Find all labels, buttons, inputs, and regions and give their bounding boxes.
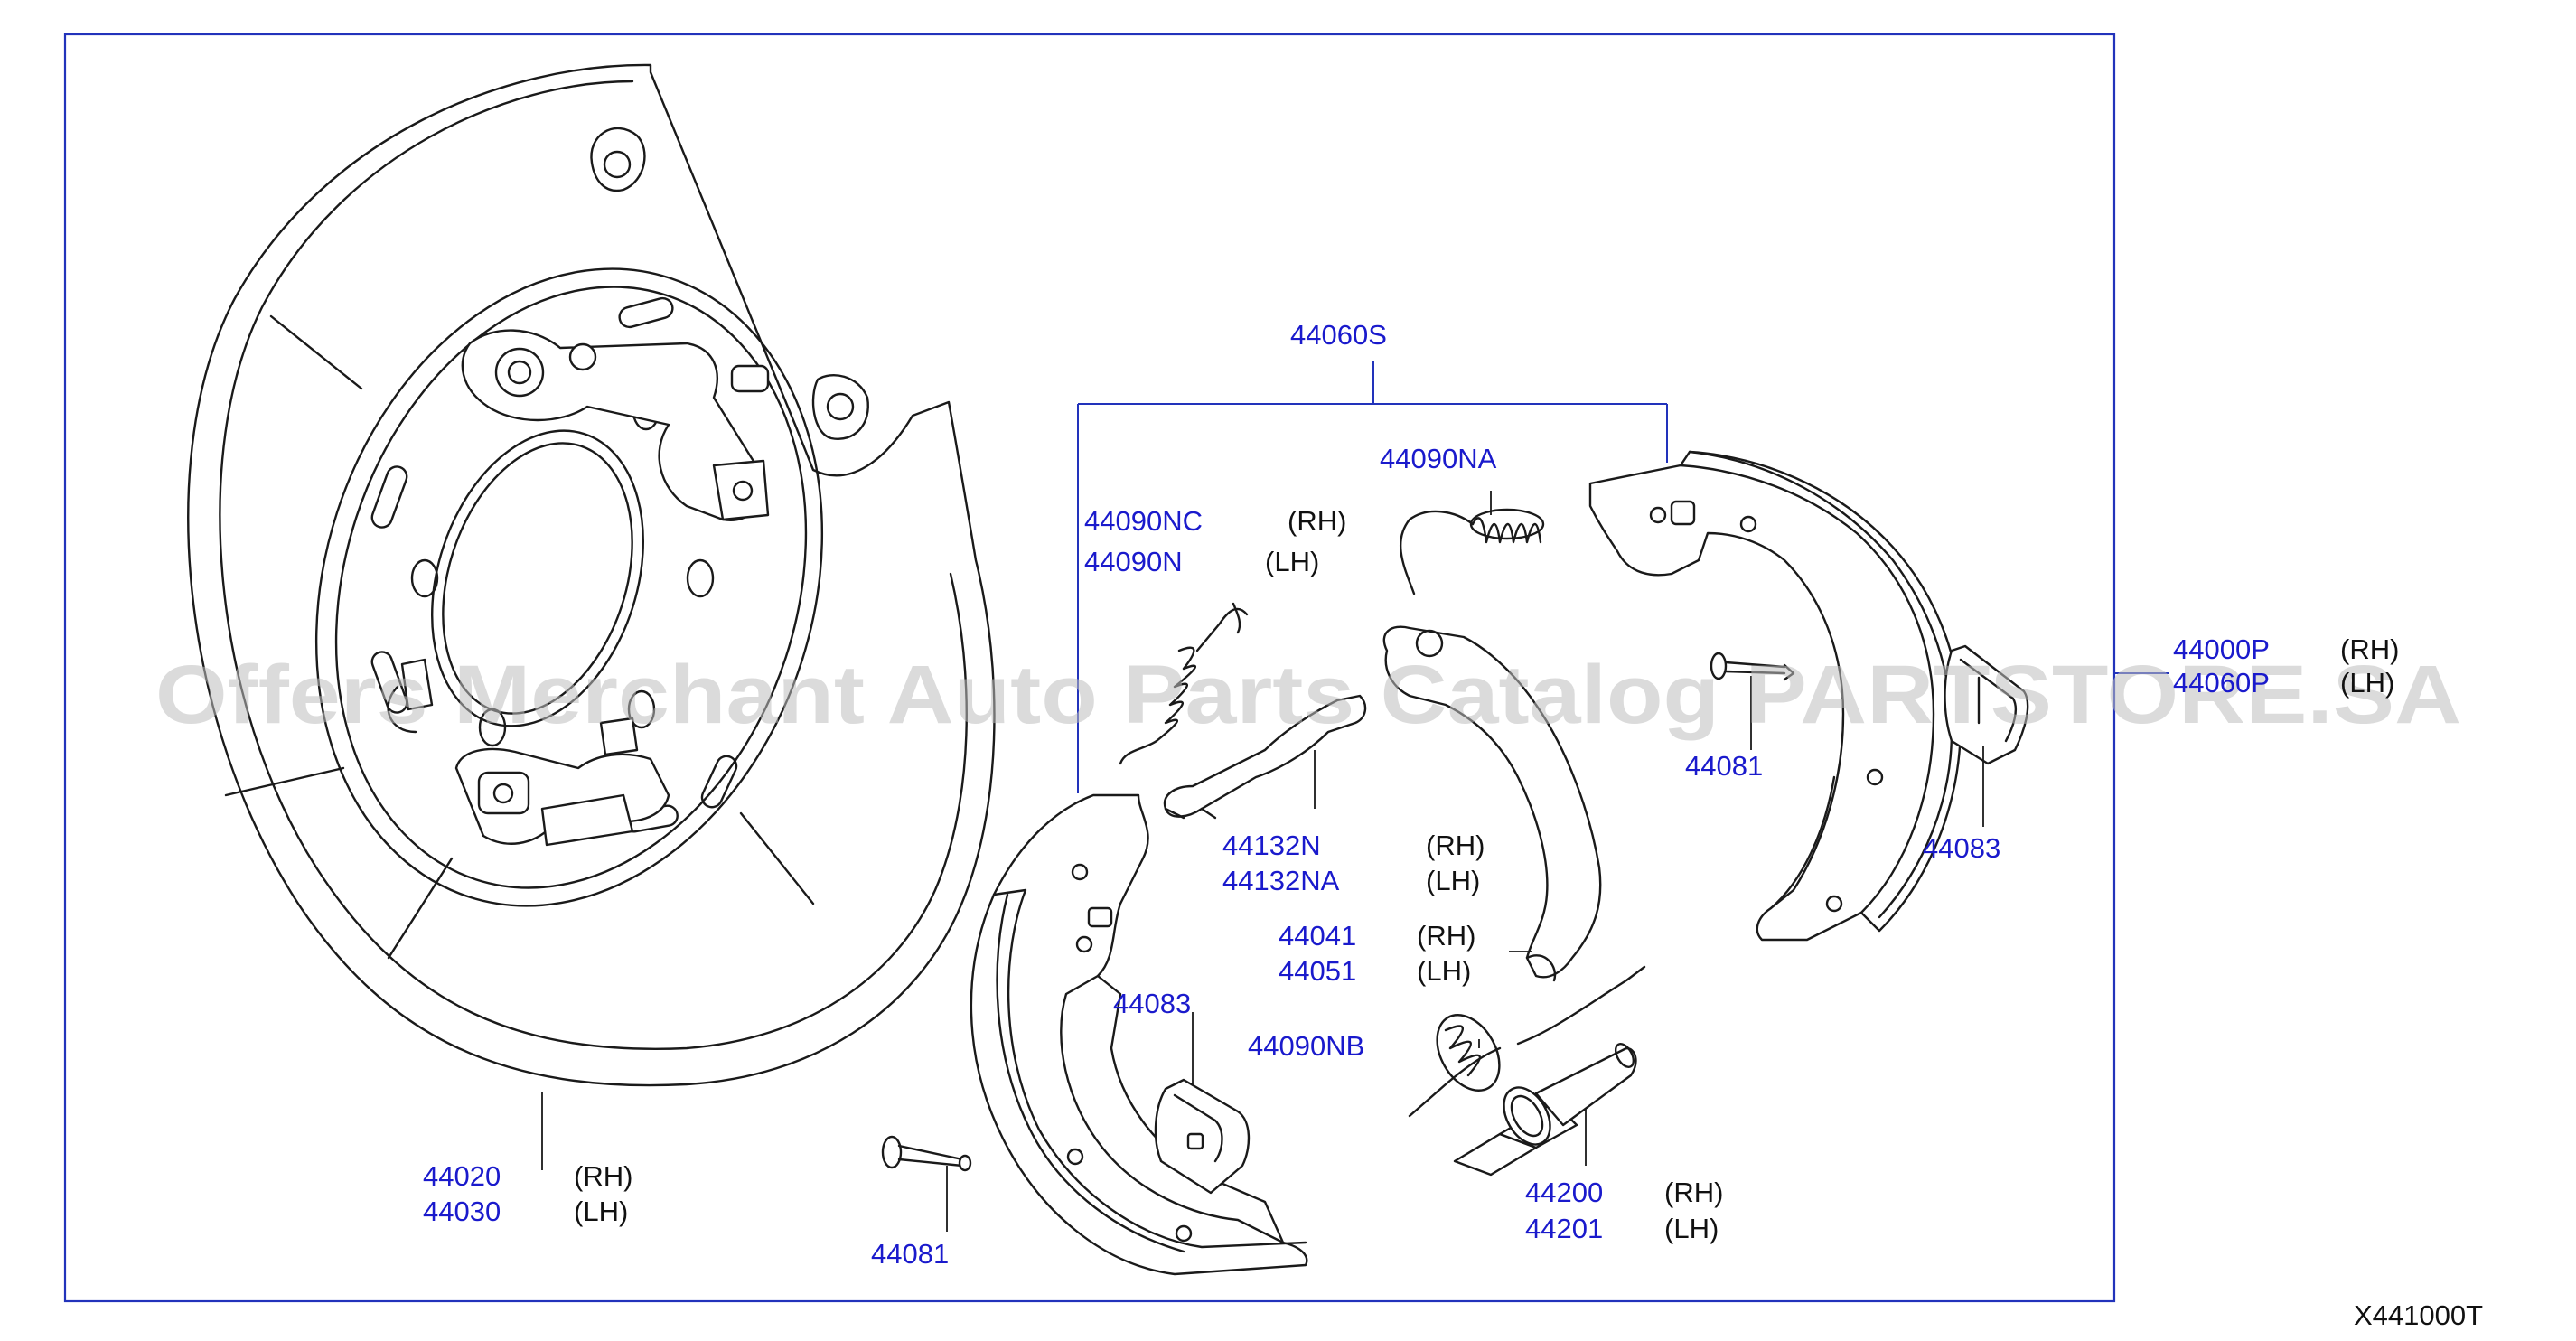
callout-shoe-assy: 44000P (RH) 44060P (LH) <box>2173 633 2399 699</box>
shoe-right-drawing <box>1588 450 1962 942</box>
side-label: (LH) <box>1417 955 1471 987</box>
hold-pin-right-drawing <box>1710 652 1795 681</box>
part-number: 44081 <box>1685 750 1763 782</box>
side-label: (RH) <box>1664 1177 1723 1208</box>
return-spring-drawing <box>1119 602 1249 765</box>
side-label: (RH) <box>1426 830 1485 861</box>
part-number: 44041 <box>1279 920 1356 952</box>
part-number: 44200 <box>1525 1177 1603 1208</box>
lever-drawing <box>1382 625 1602 982</box>
strut-drawing <box>1163 694 1367 820</box>
callout-shoe-kit: 44060S <box>1290 319 1387 351</box>
backing-plate-drawing <box>187 63 996 1087</box>
part-number: 44000P <box>2173 633 2270 665</box>
upper-spring-drawing <box>1400 508 1545 595</box>
side-label: (LH) <box>574 1196 628 1227</box>
part-number: 44132NA <box>1222 865 1340 896</box>
hold-pin-left-drawing <box>881 1135 972 1172</box>
retainer-left-drawing <box>1154 1078 1251 1195</box>
part-number: 44020 <box>423 1160 501 1192</box>
callout-lever: 44041 (RH) 44051 (LH) <box>1279 920 1475 987</box>
part-number: 44030 <box>423 1196 501 1227</box>
adjuster-drawing <box>1453 1043 1637 1177</box>
part-number: 44083 <box>1113 988 1191 1019</box>
part-number: 44090NA <box>1380 443 1497 474</box>
callout-upper-spring: 44090NA <box>1380 443 1497 474</box>
part-number: 44083 <box>1923 832 2000 864</box>
side-label: (RH) <box>1288 505 1346 537</box>
part-number: 44090N <box>1084 546 1183 577</box>
callout-retainer-right: 44083 <box>1923 832 2000 864</box>
part-number: 44201 <box>1525 1213 1603 1244</box>
callout-backing-plate: 44020 (RH) 44030 (LH) <box>423 1160 632 1227</box>
callout-return-spring: 44090NC (RH) 44090N (LH) <box>1084 505 1346 577</box>
callout-retainer-left: 44083 <box>1113 988 1191 1019</box>
diagram-frame <box>63 33 2116 1303</box>
side-label: (RH) <box>574 1160 632 1192</box>
callout-hold-pin-left: 44081 <box>871 1238 949 1270</box>
part-number: 44081 <box>871 1238 949 1270</box>
watermark: Offers Merchant Auto Parts Catalog PARTS… <box>155 649 2461 741</box>
callout-lower-spring: 44090NB <box>1248 1030 1364 1062</box>
side-label: (LH) <box>1664 1213 1719 1244</box>
part-number: 44090NC <box>1084 505 1203 537</box>
leader-lines <box>541 361 2169 1232</box>
part-number: 44132N <box>1222 830 1321 861</box>
part-number: 44090NB <box>1248 1030 1364 1062</box>
shoe-left-drawing <box>970 793 1308 1276</box>
callout-strut: 44132N (RH) 44132NA (LH) <box>1222 830 1485 896</box>
side-label: (RH) <box>1417 920 1475 952</box>
side-label: (LH) <box>2340 667 2394 699</box>
figure-code: X441000T <box>2354 1299 2483 1331</box>
part-number: 44051 <box>1279 955 1356 987</box>
part-number: 44060S <box>1290 319 1387 351</box>
lower-spring-drawing <box>1408 965 1646 1118</box>
side-label: (LH) <box>1265 546 1319 577</box>
callout-adjuster: 44200 (RH) 44201 (LH) <box>1525 1177 1723 1244</box>
callout-hold-pin-right: 44081 <box>1685 750 1763 782</box>
part-number: 44060P <box>2173 667 2270 699</box>
retainer-right-drawing <box>1944 644 2029 765</box>
side-label: (RH) <box>2340 633 2399 665</box>
side-label: (LH) <box>1426 865 1480 896</box>
